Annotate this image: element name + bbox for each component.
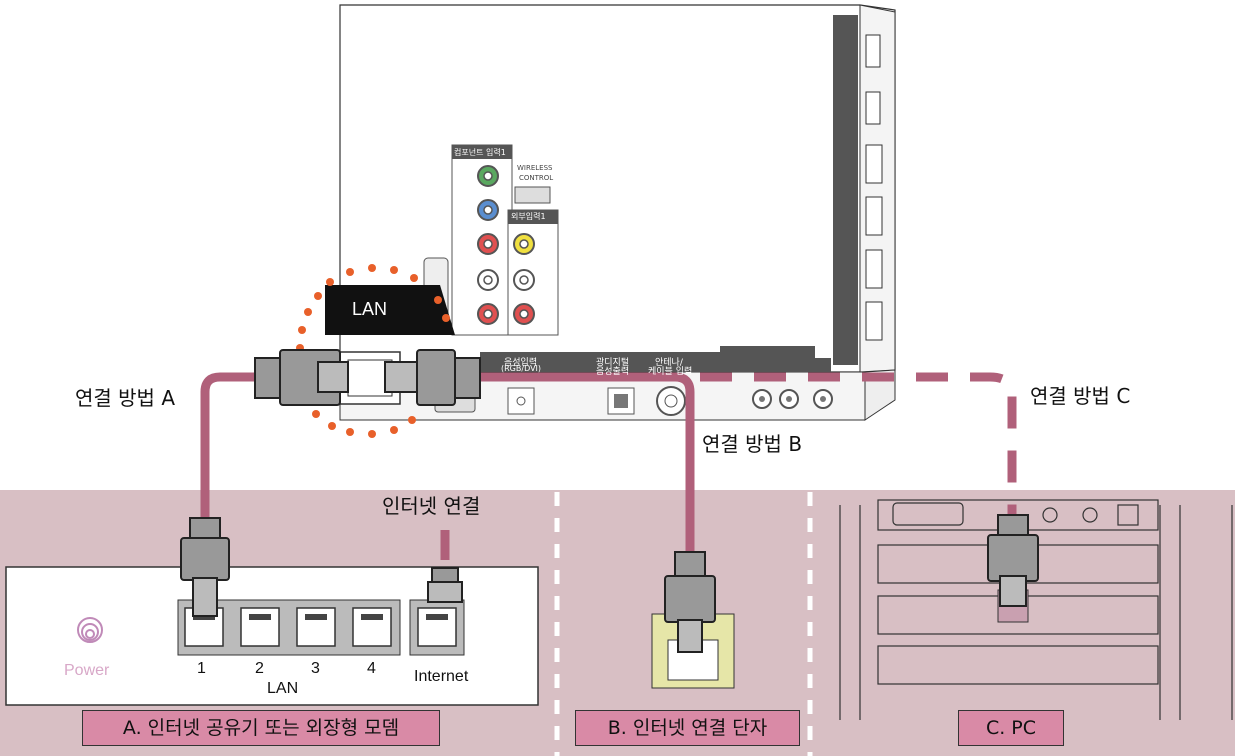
external-input-label: 외부입력1 — [511, 212, 546, 221]
wireless-control-line1: WIRELESS — [517, 164, 553, 172]
caption-router: A. 인터넷 공유기 또는 외장형 모뎀 — [82, 710, 440, 746]
internet-connection-label: 인터넷 연결 — [382, 494, 481, 518]
tv-plug-right — [384, 349, 481, 406]
antenna-label-1: 안테나/ — [655, 358, 683, 368]
router-internet-label: Internet — [414, 668, 469, 685]
lan-label-box — [325, 285, 455, 335]
power-icon — [77, 617, 103, 643]
port-number-2: 2 — [255, 660, 264, 677]
caption-pc: C. PC — [958, 710, 1064, 746]
pc-plug — [987, 514, 1039, 607]
connection-label-b: 연결 방법 B — [702, 432, 803, 456]
cables — [200, 372, 695, 560]
internet-plug — [427, 567, 463, 603]
caption-wall-jack: B. 인터넷 연결 단자 — [575, 710, 800, 746]
optical-label-2: 음성출력 — [596, 367, 630, 377]
port-number-3: 3 — [311, 660, 320, 677]
wireless-control-line2: CONTROL — [519, 174, 554, 182]
audio-input-sub-label: (RGB/DVI) — [501, 364, 542, 373]
port-number-1: 1 — [197, 660, 206, 677]
connection-label-c: 연결 방법 C — [1030, 384, 1131, 408]
power-label: Power — [64, 662, 110, 679]
tv-plug-left — [254, 349, 349, 406]
router-plug — [180, 517, 230, 617]
connection-label-a: 연결 방법 A — [75, 386, 175, 410]
antenna-label-2: 케이블 입력 — [648, 367, 693, 377]
wall-plug — [664, 551, 716, 653]
cable-a — [200, 372, 300, 520]
port-number-4: 4 — [367, 660, 376, 677]
audio-input-label: 음성입력 — [504, 358, 538, 368]
component-input-label: 컴포넌트 입력1 — [454, 148, 506, 157]
cable-c — [700, 372, 1017, 520]
router-lan-label: LAN — [267, 680, 299, 697]
cable-b — [440, 372, 695, 555]
optical-label-1: 광디지털 — [596, 358, 630, 368]
tv-lan-label: LAN — [352, 299, 388, 319]
